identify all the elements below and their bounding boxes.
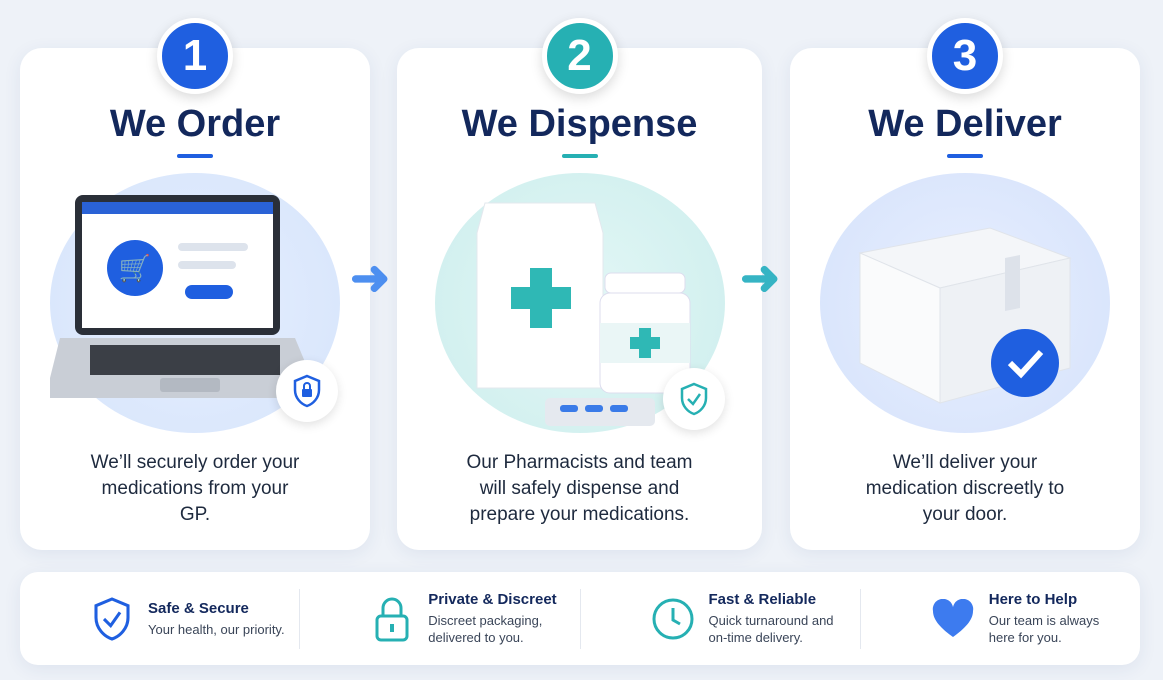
lock-shield-icon — [276, 360, 338, 422]
package-illustration — [820, 173, 1110, 433]
feature-title: Fast & Reliable — [708, 591, 817, 608]
arrow-right-icon: ➜ — [350, 252, 391, 305]
step-card-deliver: 3 We Deliver We’ll deliver your medicati… — [790, 18, 1140, 550]
step-title: We Order — [109, 103, 281, 145]
lock-icon — [370, 597, 414, 641]
feature-title: Safe & Secure — [148, 599, 249, 617]
step-number-badge: 2 — [541, 18, 618, 94]
step-title: We Deliver — [868, 103, 1062, 145]
step-description: We’ll deliver your medication discreetly… — [865, 452, 1065, 525]
divider — [177, 154, 213, 158]
pharmacy-illustration — [434, 173, 725, 433]
divider — [947, 154, 983, 158]
arrow-right-icon: ➜ — [740, 252, 781, 305]
step-card-dispense: 2 We Dispense Our Pharmacists and team w… — [397, 18, 762, 550]
feature-text: Quick turnaround and on-time delivery. — [708, 613, 834, 645]
step-number-badge: 3 — [927, 18, 1003, 94]
heart-icon — [931, 597, 975, 641]
step-card-order: 1 We Order 🛒 We’ll securely order your m… — [20, 18, 370, 550]
clock-icon — [651, 597, 695, 641]
feature-text: Our team is always here for you. — [988, 613, 1100, 645]
shield-check-icon — [663, 368, 725, 430]
shield-check-icon — [90, 596, 134, 641]
divider — [561, 154, 598, 158]
step-number-badge: 1 — [157, 18, 233, 94]
feature-title: Private & Discreet — [428, 591, 557, 608]
feature-text: Discreet packaging, delivered to you. — [428, 613, 543, 645]
feature-title: Here to Help — [988, 591, 1078, 608]
step-description: We’ll securely order your medications fr… — [90, 452, 300, 525]
step-description: Our Pharmacists and team will safely dis… — [466, 452, 693, 525]
laptop-illustration: 🛒 — [45, 173, 340, 433]
step-title: We Dispense — [461, 103, 698, 145]
svg-text:🛒: 🛒 — [119, 253, 151, 284]
feature-text: Your health, our priority. — [148, 621, 285, 637]
